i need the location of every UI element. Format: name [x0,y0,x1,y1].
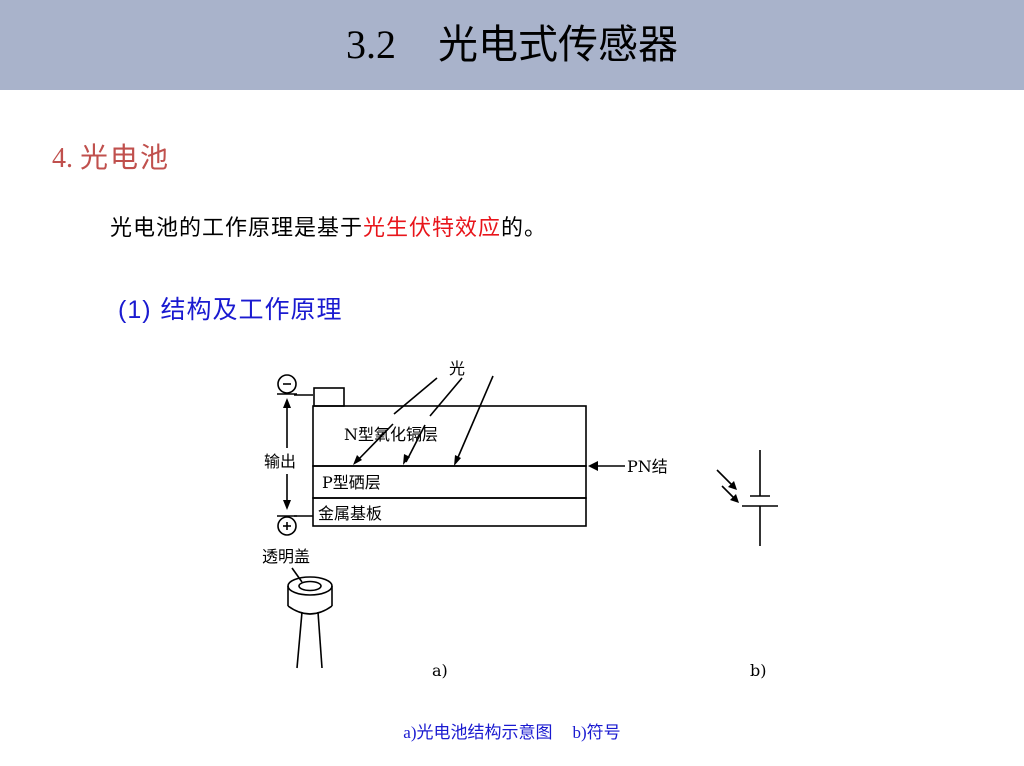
arrowhead-3 [454,455,461,466]
cover-top [287,576,333,596]
slide-title: 3.2 光电式传感器 [0,0,1024,90]
label-n-layer: N型氧化镉层 [344,425,438,444]
label-output: 输出 [264,452,296,471]
section-number: 4. [52,143,73,174]
principle-paragraph: 光电池的工作原理是基于光生伏特效应的。 [110,210,547,242]
caption-a: a)光电池结构示意图 [403,723,553,742]
subsection-title: 结构及工作原理 [160,295,343,324]
light-ray-2 [429,377,463,417]
output-arrowhead-up [283,398,291,408]
pin-right [317,611,323,669]
label-substrate: 金属基板 [318,504,382,523]
symbol-light-arrowhead-2 [730,494,739,503]
section-title: 光电池 [80,143,171,174]
label-b: b) [750,661,766,680]
cover-window [298,580,322,592]
light-ray-4 [355,423,394,463]
label-p-layer: P型硒层 [322,473,381,492]
output-arrowhead-down [283,500,291,510]
label-light: 光 [449,359,465,378]
subsection-heading: (1) 结构及工作原理 [118,290,343,326]
slide-title-text: 光电式传感器 [438,22,678,67]
section-heading: 4. 光电池 [52,136,170,176]
figure-caption: a)光电池结构示意图 b)符号 [0,718,1024,743]
minus-terminal [277,374,297,394]
arrowhead-5 [403,454,410,465]
label-cover: 透明盖 [262,547,310,566]
light-ray-5 [405,424,426,463]
paragraph-after: 的。 [501,216,548,241]
light-ray-1 [393,377,438,415]
pn-arrowhead [588,461,598,471]
paragraph-before: 光电池的工作原理是基于 [110,216,364,241]
caption-b: b)符号 [572,723,621,742]
light-ray-3 [455,375,494,463]
cover-bottom [287,605,333,615]
pin-left [296,611,303,669]
header-bar [0,0,1024,90]
top-electrode [313,387,345,407]
arrowhead-4 [353,455,362,465]
symbol-light-arrowhead-1 [728,481,737,490]
label-pn: PN结 [627,457,668,476]
substrate-rect [312,497,587,527]
label-a: a) [432,661,448,680]
plus-terminal [277,516,297,536]
slide-number: 3.2 [346,22,396,67]
paragraph-highlight: 光生伏特效应 [363,216,502,241]
cover-leader [291,567,303,583]
subsection-number: (1) [118,296,152,324]
